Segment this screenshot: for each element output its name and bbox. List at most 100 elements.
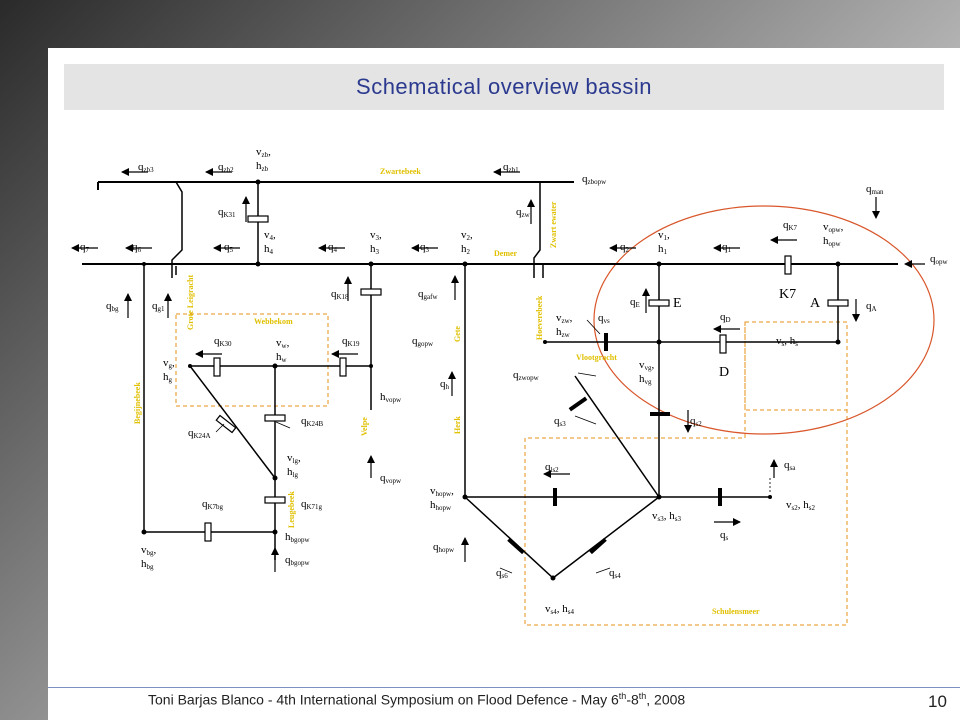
label-q-2: q2 [620,241,630,254]
river-leugebeek: Leugebeek [287,491,296,528]
label-q-vs: qvs [598,312,610,325]
label-q-k7: qK7 [783,219,798,232]
river-grote-leigracht: Grote Leigracht [186,274,195,330]
label-q-k30: qK30 [214,335,232,348]
label-vbg: vbg,hbg [141,544,157,571]
label-q-k7bg: qK7bg [202,498,224,511]
area-d [744,321,848,411]
gate-k24b [264,414,286,422]
label-q-s6: qs6 [496,567,508,580]
gate-k71g [264,496,286,504]
gate-k30 [213,357,221,377]
slide-title: Schematical overview bassin [356,74,652,99]
label-q-bg: qbg [106,300,119,313]
label-q-gafw: qgafw [418,288,438,301]
label-q-opw: qopw [930,253,949,266]
label-q-sa: qsa [784,459,796,472]
label-q-zb2: qzb2 [218,161,234,174]
label-vs4: vs4, hs4 [545,603,574,616]
river-labels: Zwartebeek Demer Zwart ewater Grote Leig… [133,167,760,616]
label-q-k19: qK19 [342,335,360,348]
label-q-zw: qzw [516,206,531,219]
schulensmeer-area [524,322,848,626]
label-q-s: qs [720,529,729,542]
gate-k7 [784,255,792,275]
label-q-4: q4 [328,241,338,254]
river-gete: Gete [453,326,462,342]
river-demer: Demer [494,249,518,258]
label-q-e: qE [630,296,640,309]
river-webbekom: Webbekom [254,317,293,326]
label-q-zb1: qzb1 [503,161,519,174]
label-q-g1: qg1 [152,300,165,313]
label-q-h: qh [440,378,450,391]
gates [204,215,849,542]
gate-d [719,334,727,354]
label-vzw: vzw,hzw [556,312,573,339]
flow-arrows [71,168,925,572]
label-q-s2: qs2 [690,415,702,428]
river-velpe: Velpe [360,417,369,436]
gate-a [827,299,849,307]
junctions [141,179,841,581]
label-q-7: q7 [80,241,90,254]
slide-background [48,48,960,720]
label-q-ls2: qls2 [545,461,559,474]
gate-k31 [247,215,269,223]
diamond-line [464,496,660,579]
label-h-vopw: hvopw [380,391,402,404]
structure-e: E [673,296,682,311]
label-q-gopw: qgopw [412,335,434,348]
gate-e [648,299,670,307]
main-channels [82,181,898,579]
boundaries [175,313,848,626]
label-q-d: qD [720,311,731,324]
label-q-k31: qK31 [218,206,236,219]
label-vs2: vs2, hs2 [786,499,815,512]
label-vzb: vzb,hzb [256,146,271,173]
label-q-s4: qs4 [609,567,621,580]
label-q-a: qA [866,300,877,313]
label-v1: v1,h1 [658,229,670,256]
page-number: 10 [928,692,947,711]
river-hoeverebeek: Hoeverebeek [535,295,544,340]
label-q-bgopw: qbgopw [285,554,311,567]
label-q-6: q6 [132,241,142,254]
label-q-s3: qs3 [554,415,566,428]
structure-a: A [810,296,821,311]
leaders [215,319,771,574]
webbekom-area [175,313,329,407]
label-vlg: vlg,hlg [287,452,301,479]
label-q-3: q3 [420,241,430,254]
river-vlootgracht: Vlootgracht [576,353,617,362]
highlight-ellipse [593,205,935,435]
variable-labels: vzb,hzb v4,h4 v3,h3 v2,h2 v1,h1 vopw,hopw vw,h… [80,146,949,616]
river-zwartebeek: Zwartebeek [380,167,421,176]
label-q-zwopw: qzwopw [513,369,540,382]
label-v4: v4,h4 [264,229,276,256]
label-q-1: q1 [722,241,732,254]
label-q-k24a: qK24A [188,427,211,440]
label-v3: v3,h3 [370,229,382,256]
label-q-k71g: qK71g [301,498,323,511]
label-vvg: vvg,hvg [639,359,655,386]
structure-d: D [719,365,729,380]
gate-k18 [360,288,382,296]
label-vw: vw,hw [276,337,290,364]
gate-k7bg [204,522,212,542]
river-zwartewater: Zwart ewater [549,201,558,248]
label-v2: v2,h2 [461,229,473,256]
label-q-vopw: qvopw [380,472,402,485]
gate-k24a [215,414,237,434]
label-q-zbopw: qzbopw [582,173,607,186]
footer-divider [48,687,960,688]
label-vopw: vopw,hopw [823,221,844,248]
river-herk: Herk [453,416,462,434]
label-q-zb3: qzb3 [138,161,154,174]
label-vs3: vs3, hs3 [652,510,681,523]
label-h-bgopw: hbgopw [285,531,311,544]
black-weirs [507,333,722,555]
label-vs: vs, hs [776,335,798,348]
river-begijnebeek: Begijnebeek [133,382,142,424]
